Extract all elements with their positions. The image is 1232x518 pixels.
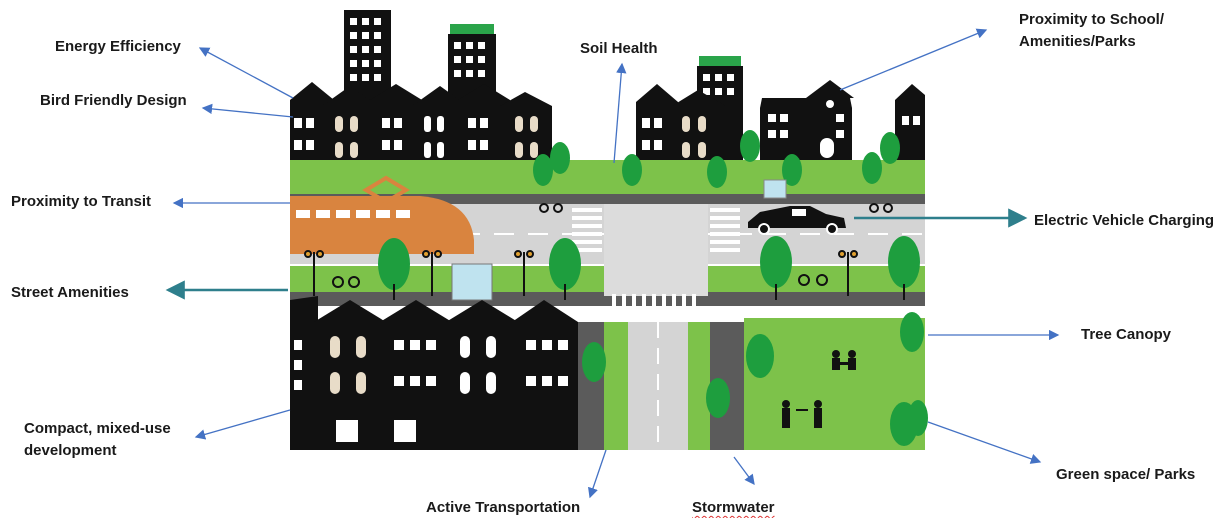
side-street-tree-right (706, 378, 730, 418)
light-rail-train (290, 175, 474, 254)
label-soil-health: Soil Health (580, 40, 658, 57)
label-active-transportation: Active Transportation (426, 499, 581, 516)
townhouse-windows-top-left (294, 116, 538, 190)
label-proximity-school-line1: Proximity to School/ (1019, 11, 1165, 28)
side-street-tree-left (582, 342, 606, 382)
label-compact-dev-line2: development (24, 442, 117, 459)
bus-shelter (451, 263, 493, 301)
label-ev-charging: Electric Vehicle Charging (1034, 212, 1215, 229)
bus-shelter-top (763, 179, 787, 199)
crosswalk-top (572, 208, 740, 252)
label-green-space: Green space/ Parks (1056, 466, 1196, 483)
label-compact-dev-line1: Compact, mixed-use (24, 420, 171, 437)
electric-car (748, 206, 846, 235)
label-street-amenities: Street Amenities (11, 284, 129, 301)
top-sidewalk (290, 194, 925, 204)
street-lamps (304, 250, 858, 296)
label-stormwater: Stormwater (692, 499, 775, 516)
label-proximity-transit: Proximity to Transit (11, 193, 152, 210)
label-proximity-school-line2: Amenities/Parks (1019, 33, 1136, 50)
label-energy-efficiency: Energy Efficiency (55, 38, 181, 55)
park-trees (746, 312, 928, 446)
lower-crosswalk (612, 294, 696, 322)
cyclists (332, 203, 893, 288)
lower-sidewalk (290, 292, 925, 306)
townhouse-windows-top-right (642, 100, 920, 158)
label-bird-friendly-design: Bird Friendly Design (40, 92, 187, 109)
street-trees (378, 236, 920, 290)
park-people (782, 350, 856, 428)
top-trees (533, 130, 900, 188)
label-tree-canopy: Tree Canopy (1081, 326, 1172, 343)
townhouse-windows-bottom-left (294, 336, 568, 442)
